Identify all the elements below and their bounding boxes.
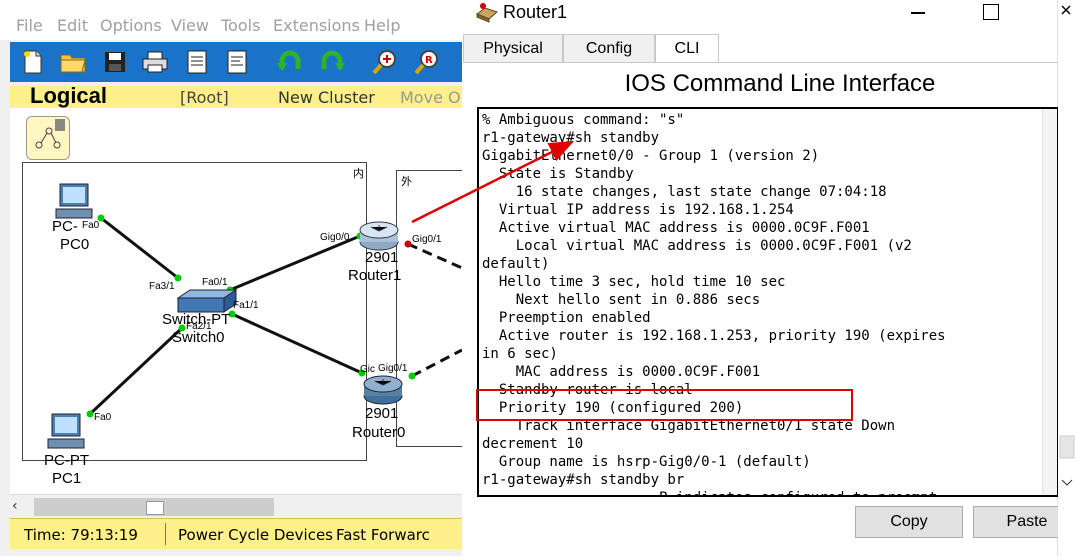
move-object-button[interactable]: Move O [400,88,461,107]
outside-area-label: 外 [401,176,412,188]
tab-physical[interactable]: Physical [463,34,563,62]
power-cycle-button[interactable]: Power Cycle Devices [178,526,333,544]
pc0-name-label: PC0 [60,236,90,253]
menu-bar: File Edit Options View Tools Extensions … [0,0,462,40]
status-bar: Time: 79:13:19 Power Cycle Devices Fast … [10,518,462,549]
menu-help[interactable]: Help [364,16,401,35]
redo-icon[interactable] [317,47,347,77]
router1-gig0-0-port: Gig0/0 [320,232,350,243]
new-file-icon[interactable] [18,47,48,77]
fast-forward-button[interactable]: Fast Forwarc [336,526,430,544]
maximize-button[interactable] [983,4,999,20]
topology-links [86,214,462,418]
switch-fa1-1-port: Fa1/1 [233,300,259,311]
router0-name-label: Router0 [352,424,406,441]
save-icon[interactable] [100,47,130,77]
zoom-in-icon[interactable] [370,47,400,77]
scrollbar-thumb[interactable] [146,501,164,515]
canvas-horizontal-scrollbar[interactable]: ‹ [10,494,462,519]
router0-type-label: 2901 [365,405,399,422]
packet-tracer-window: File Edit Options View Tools Extensions … [0,0,462,556]
inside-area-label: 内 [353,168,364,180]
router0-icon[interactable] [362,372,404,406]
pc0-type-label: PC- [52,218,78,235]
menu-view[interactable]: View [171,16,209,35]
open-folder-icon[interactable] [58,47,88,77]
minimize-button[interactable] [903,0,933,24]
copy-button[interactable]: Copy [855,506,963,538]
router1-dialog: Router1 Physical Config CLI IOS Command … [463,0,1076,556]
menu-file[interactable]: File [16,16,43,35]
switch0-type-label: Switch-PT [162,311,231,328]
minimize-icon [911,12,925,14]
cli-vertical-scrollbar[interactable] [1042,109,1057,495]
dialog-tabs: Physical Config CLI [463,34,1059,63]
switch-fa2-1-port: Fa2/1 [186,321,212,332]
switch0-icon[interactable] [176,288,238,314]
switch-fa0-1-port: Fa0/1 [202,277,228,288]
priority-highlight-box [476,389,853,421]
tab-cli[interactable]: CLI [655,34,719,62]
simulation-time: Time: 79:13:19 [24,526,138,544]
menu-tools[interactable]: Tools [221,16,261,35]
tab-config[interactable]: Config [563,34,655,62]
router1-icon[interactable] [358,218,400,252]
cli-terminal[interactable]: % Ambiguous command: "s" r1-gateway#sh s… [477,107,1059,497]
pc1-icon[interactable] [46,412,90,452]
menu-extensions[interactable]: Extensions [273,16,360,35]
pc1-type-label: PC-PT [44,452,89,469]
menu-edit[interactable]: Edit [57,16,88,35]
logical-mode-label[interactable]: Logical [30,83,108,108]
router0-gig0-1-port: Gig0/1 [378,363,408,374]
router-app-icon [475,0,499,24]
menu-options[interactable]: Options [100,16,162,35]
new-cluster-button[interactable]: New Cluster [278,88,375,107]
scroll-left-icon[interactable]: ‹ [12,498,18,514]
svg-text:R: R [425,55,433,66]
cli-heading: IOS Command Line Interface [624,70,936,97]
router1-name-label: Router1 [348,267,402,284]
switch-fa3-1-port: Fa3/1 [149,281,175,292]
network-info-icon[interactable] [222,47,252,77]
activity-wizard-icon[interactable] [182,47,212,77]
main-toolbar: R [10,42,462,82]
router1-gig0-1-port: Gig0/1 [412,234,442,245]
pc0-fa0-port: Fa0 [82,220,100,231]
cli-output[interactable]: % Ambiguous command: "s" r1-gateway#sh s… [482,112,946,495]
pc0-icon[interactable] [54,182,98,222]
router1-type-label: 2901 [365,249,399,266]
dialog-title: Router1 [503,2,568,22]
undo-icon[interactable] [275,47,305,77]
print-icon[interactable] [140,47,170,77]
scrollbar-track[interactable] [34,498,274,516]
background-window-edge [1058,0,1076,556]
zoom-reset-icon[interactable]: R [412,47,442,77]
pc1-name-label: PC1 [52,470,82,487]
cluster-navigate-icon[interactable] [26,116,70,160]
pc1-fa0-port: Fa0 [94,412,112,423]
logical-canvas[interactable]: 内 外 PC- PC0 Fa0 [10,108,462,494]
root-label: [Root] [180,88,229,107]
switch0-name-label: Switch0 [172,329,225,346]
inside-area-box: 内 [22,162,367,461]
logical-workspace-bar: Logical [Root] New Cluster Move O [10,83,462,109]
router0-gig-port: Gic [360,364,375,375]
status-divider [165,523,166,545]
